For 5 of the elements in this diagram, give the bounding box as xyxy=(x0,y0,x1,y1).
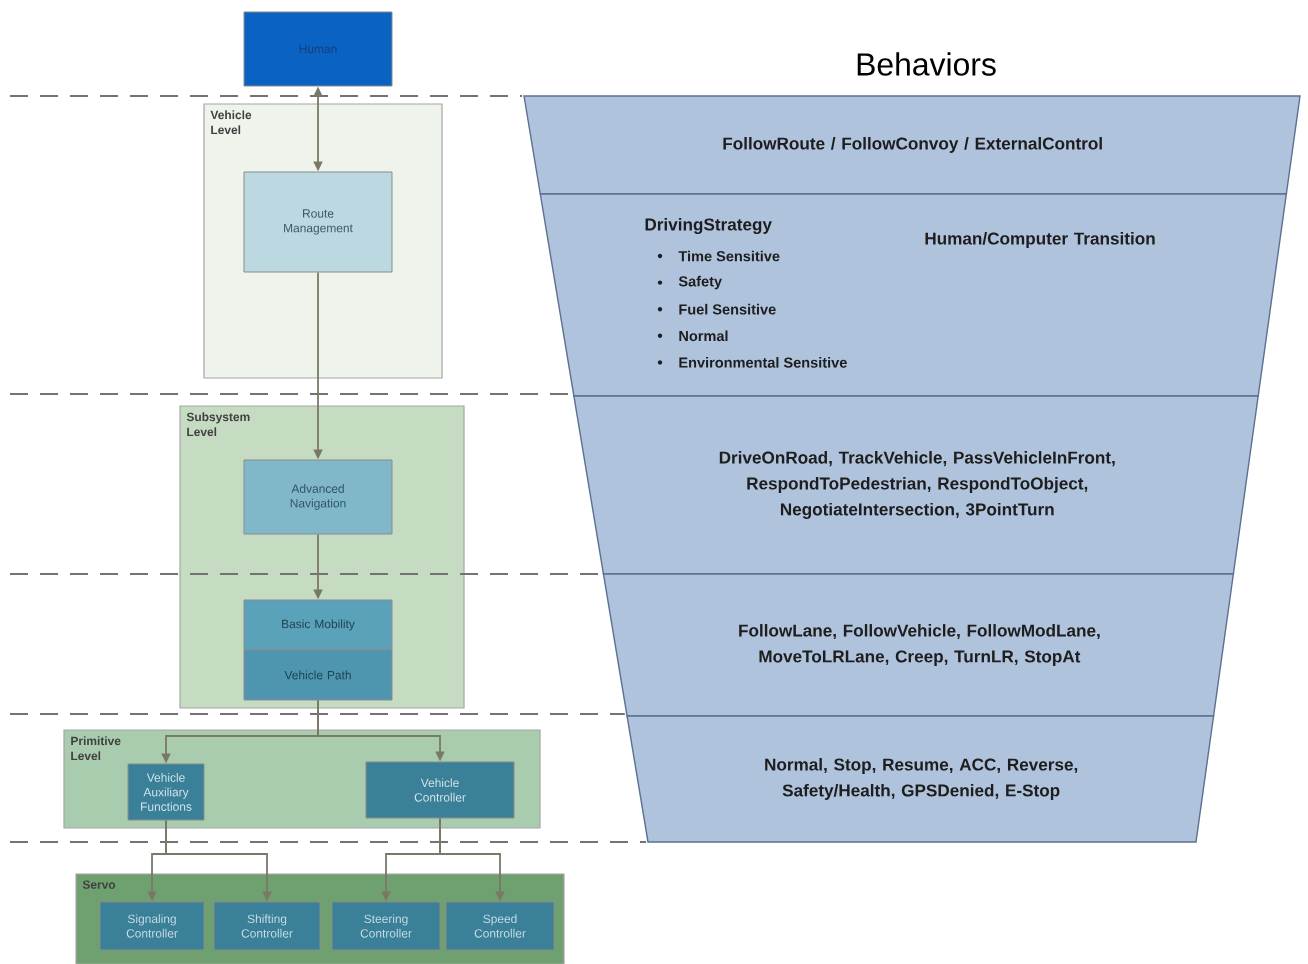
behavior-band: DriveOnRoad, TrackVehicle, PassVehicleInFront, RespondToPedestrian, RespondToObject, NegotiateIntersection, 3PointTurn xyxy=(573,395,1259,575)
behavior-band: FollowLane, FollowVehicle, FollowModLane, MoveToLRLane, Creep, TurnLR, StopAt xyxy=(602,573,1235,717)
heading: Behaviors xyxy=(857,52,996,76)
behavior-band: Normal, Stop, Resume, ACC, Reverse, Safety/Health, GPSDenied, E-Stop xyxy=(626,715,1215,843)
behavior-band: FollowRoute / FollowConvoy / ExternalControl xyxy=(523,95,1301,195)
